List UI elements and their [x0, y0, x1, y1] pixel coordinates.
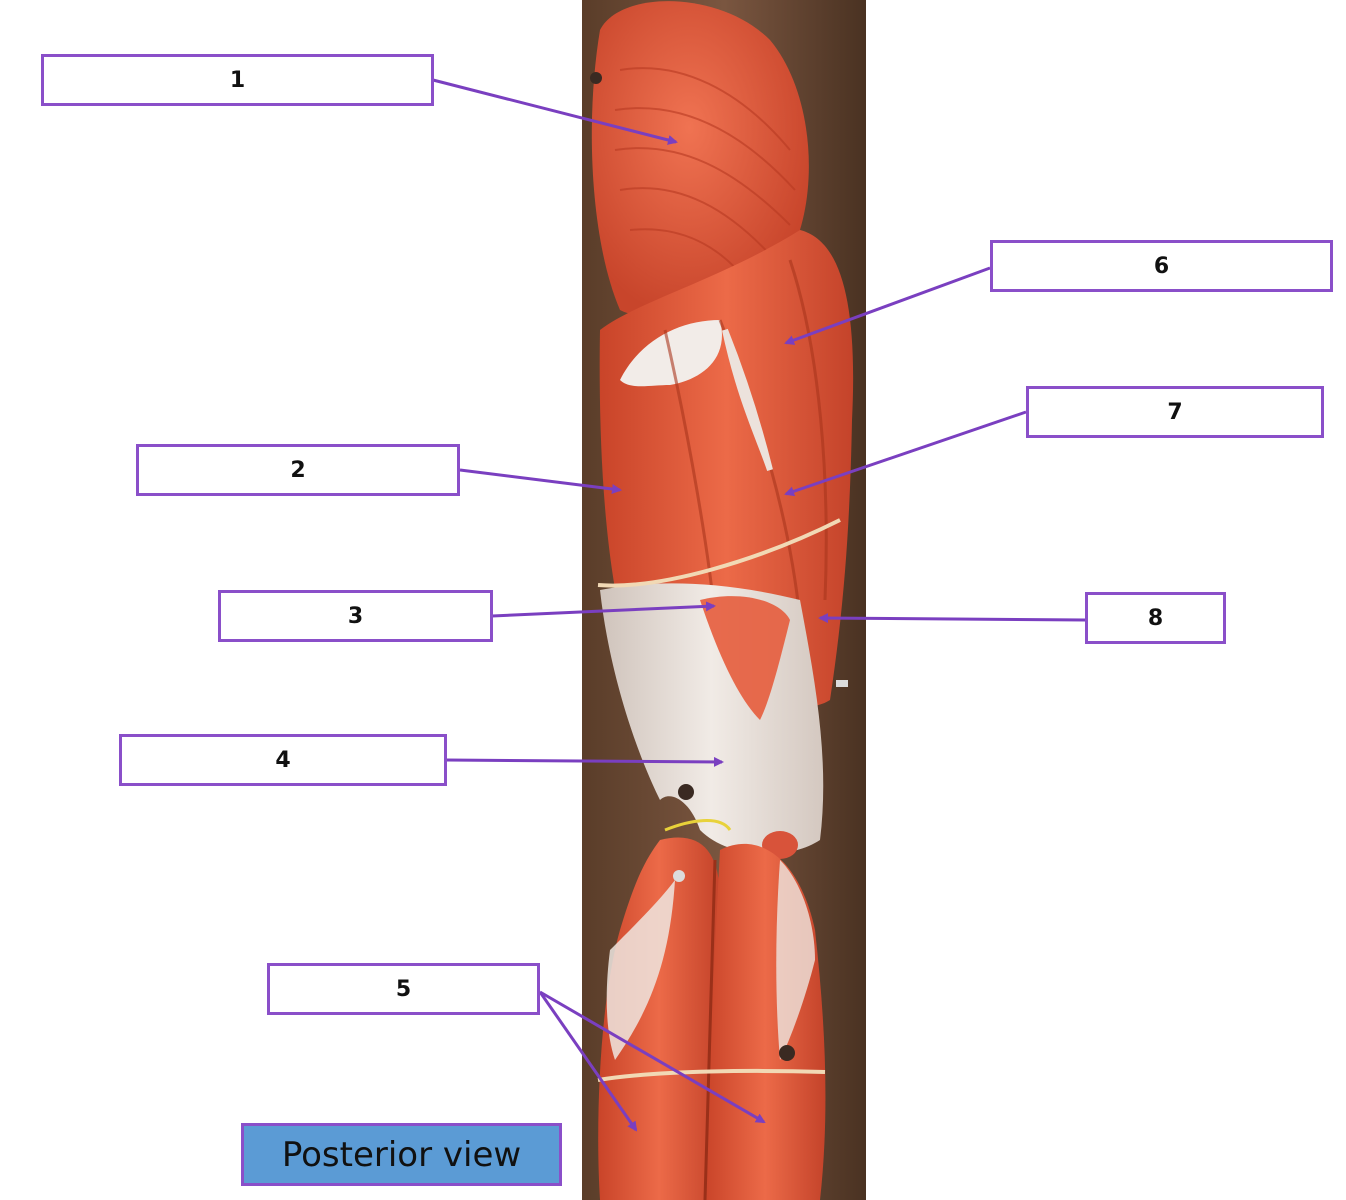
model-pin-top [590, 72, 602, 84]
leader-line-5b [539, 990, 766, 1124]
view-caption: Posterior view [241, 1123, 562, 1186]
rubber-band-lower [597, 1068, 826, 1082]
leader-line-8 [818, 613, 1086, 624]
label-box-6[interactable]: 6 [990, 240, 1333, 292]
leader-line-2 [459, 468, 622, 494]
label-box-5[interactable]: 5 [267, 963, 540, 1015]
label-box-8[interactable]: 8 [1085, 592, 1226, 644]
olecranon-muscle [700, 596, 790, 720]
model-pin-side [836, 680, 848, 687]
label-box-1[interactable]: 1 [41, 54, 434, 106]
leader-line-4 [445, 756, 724, 767]
label-box-3[interactable]: 3 [218, 590, 493, 642]
leader-line-5a [538, 991, 638, 1132]
tendon-streak [722, 328, 773, 471]
model-pin-forearm [673, 870, 685, 882]
model-pin-wrist [779, 1045, 795, 1061]
rubber-band-upper [597, 518, 841, 588]
forearm-tendon-left [606, 880, 675, 1060]
leader-line-7 [784, 410, 1027, 497]
nerve-wire [664, 819, 732, 832]
label-box-4[interactable]: 4 [119, 734, 447, 786]
leader-line-1 [432, 78, 678, 145]
deltoid-striations [614, 67, 796, 286]
leader-line-3 [491, 601, 716, 618]
forearm-muscle-left [598, 837, 720, 1200]
forearm-tendon-right [776, 860, 815, 1060]
label-box-7[interactable]: 7 [1026, 386, 1324, 438]
model-pin-elbow [678, 784, 694, 800]
label-box-2[interactable]: 2 [136, 444, 460, 496]
leader-line-6 [784, 266, 991, 345]
forearm-divider [703, 859, 717, 1200]
